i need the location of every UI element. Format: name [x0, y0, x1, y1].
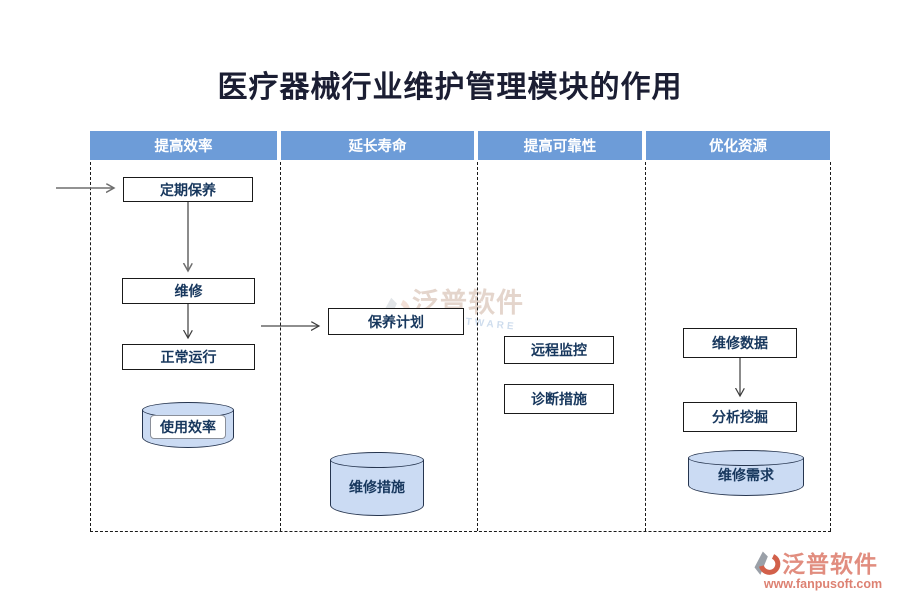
cylinder-inner-box — [150, 415, 226, 439]
node-regular-maintenance: 定期保养 — [123, 177, 253, 202]
node-diagnostic-measures: 诊断措施 — [504, 384, 614, 414]
cylinder-body — [330, 460, 424, 516]
lane-border-left — [90, 162, 91, 531]
lane-divider-2 — [477, 162, 478, 531]
cylinder-repair-measures-label: 维修措施 — [349, 478, 405, 495]
lane-header-optimize-resources: 优化资源 — [646, 131, 830, 160]
node-maintenance-plan: 保养计划 — [328, 308, 464, 335]
lane-border-right — [830, 162, 831, 531]
lane-header-improve-reliability: 提高可靠性 — [478, 131, 642, 160]
lane-divider-3 — [645, 162, 646, 531]
cylinder-top-ellipse — [330, 452, 424, 468]
node-remote-monitoring: 远程监控 — [504, 336, 614, 364]
cylinder-repair-demand: 维修需求 — [688, 450, 804, 496]
footer-brand-name: 泛普软件 — [782, 551, 878, 577]
brand-footer: 泛普软件 www.fanpusoft.com — [752, 549, 894, 591]
page-title: 医疗器械行业维护管理模块的作用 — [217, 71, 683, 104]
lane-border-bottom — [90, 531, 831, 532]
node-repair-data: 维修数据 — [683, 328, 797, 358]
footer-url: www.fanpusoft.com — [763, 577, 883, 591]
footer-logo-icon — [754, 551, 781, 575]
cylinder-usage-efficiency: 使用效率 — [142, 402, 234, 448]
node-analysis-mining: 分析挖掘 — [683, 402, 797, 432]
lane-header-extend-lifespan: 延长寿命 — [281, 131, 474, 160]
lane-divider-1 — [280, 162, 281, 531]
cylinder-top-ellipse — [688, 450, 804, 466]
lane-header-improve-efficiency: 提高效率 — [90, 131, 277, 160]
cylinder-usage-efficiency-label: 使用效率 — [160, 418, 216, 435]
node-normal-operation: 正常运行 — [122, 344, 255, 370]
cylinder-repair-demand-label: 维修需求 — [718, 466, 774, 483]
node-repair: 维修 — [122, 278, 255, 304]
cylinder-repair-measures: 维修措施 — [330, 452, 424, 516]
